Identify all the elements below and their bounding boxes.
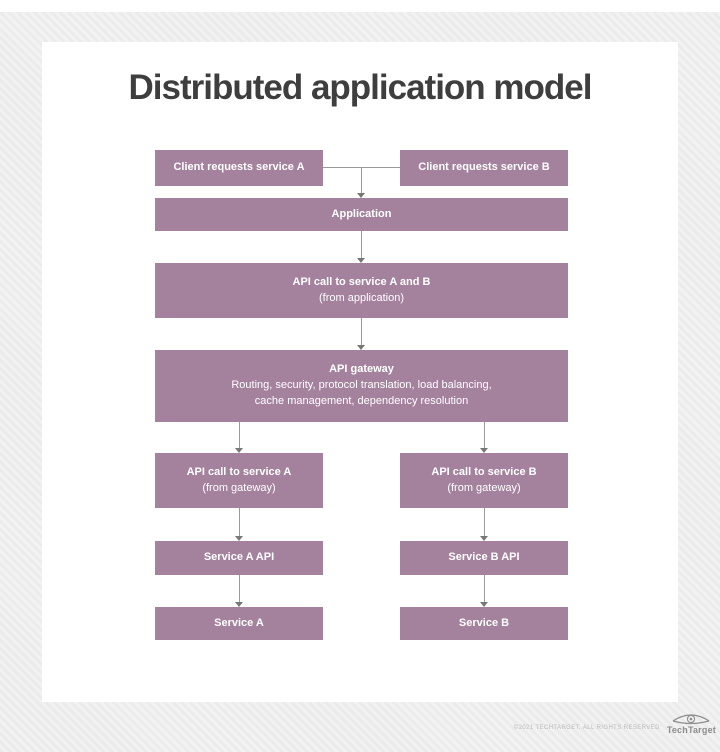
connector-application-to-api-call <box>361 231 362 258</box>
arrowhead-into-service-b-api <box>480 536 488 541</box>
techtarget-logo: TechTarget <box>667 710 716 735</box>
node-sublabel: (from gateway) <box>202 481 276 494</box>
connector-service-b-api-to-service-b <box>484 575 485 602</box>
connector-gateway-to-api-call-b <box>484 422 485 448</box>
node-service-b-api: Service B API <box>400 541 568 575</box>
connector-gateway-to-api-call-a <box>239 422 240 448</box>
connector-api-call-to-gateway <box>361 318 362 345</box>
arrowhead-into-gateway <box>357 345 365 350</box>
node-client-requests-service-a: Client requests service A <box>155 150 323 186</box>
arrowhead-into-service-b <box>480 602 488 607</box>
node-api-call-to-service-b: API call to service B (from gateway) <box>400 453 568 508</box>
techtarget-eye-icon <box>673 714 710 725</box>
node-sublabel: (from application) <box>319 291 404 304</box>
node-label: API gateway <box>329 363 394 376</box>
node-application: Application <box>155 198 568 231</box>
footer: ©2021 TECHTARGET, ALL RIGHTS RESERVED Te… <box>514 710 716 735</box>
node-label: Service B API <box>448 551 520 564</box>
node-label: API call to service A <box>186 465 292 478</box>
node-service-b: Service B <box>400 607 568 640</box>
arrowhead-into-service-a-api <box>235 536 243 541</box>
arrowhead-into-application <box>357 193 365 198</box>
node-label: Service A API <box>203 551 275 564</box>
node-label: Service A <box>214 616 264 629</box>
node-api-call-to-service-a: API call to service A (from gateway) <box>155 453 323 508</box>
node-label: API call to service B <box>431 465 537 478</box>
node-label: Service B <box>458 616 510 629</box>
techtarget-wordmark: TechTarget <box>666 725 716 735</box>
node-api-gateway: API gateway Routing, security, protocol … <box>155 350 568 422</box>
node-label: API call to service A and B <box>292 275 431 288</box>
node-api-call-to-service-a-and-b: API call to service A and B (from applic… <box>155 263 568 318</box>
arrowhead-into-service-a <box>235 602 243 607</box>
connector-service-a-api-to-service-a <box>239 575 240 602</box>
node-client-requests-service-b: Client requests service B <box>400 150 568 186</box>
node-sublabel-line1: Routing, security, protocol translation,… <box>231 379 492 392</box>
arrowhead-into-api-call <box>357 258 365 263</box>
arrowhead-into-api-call-a <box>235 448 243 453</box>
node-sublabel: (from gateway) <box>447 481 521 494</box>
node-label: Client requests service B <box>418 161 550 174</box>
connector-api-call-b-to-service-b-api <box>484 508 485 536</box>
arrowhead-into-api-call-b <box>480 448 488 453</box>
node-sublabel-line2: cache management, dependency resolution <box>254 394 469 407</box>
node-label: Client requests service A <box>173 161 305 174</box>
diagram-title: Distributed application model <box>128 68 593 107</box>
node-label: Application <box>331 207 392 220</box>
copyright-text: ©2021 TECHTARGET, ALL RIGHTS RESERVED <box>513 725 660 731</box>
connector-api-call-a-to-service-a-api <box>239 508 240 536</box>
node-service-a: Service A <box>155 607 323 640</box>
top-strip <box>0 0 720 12</box>
node-service-a-api: Service A API <box>155 541 323 575</box>
connector-clients-to-application <box>361 167 362 193</box>
